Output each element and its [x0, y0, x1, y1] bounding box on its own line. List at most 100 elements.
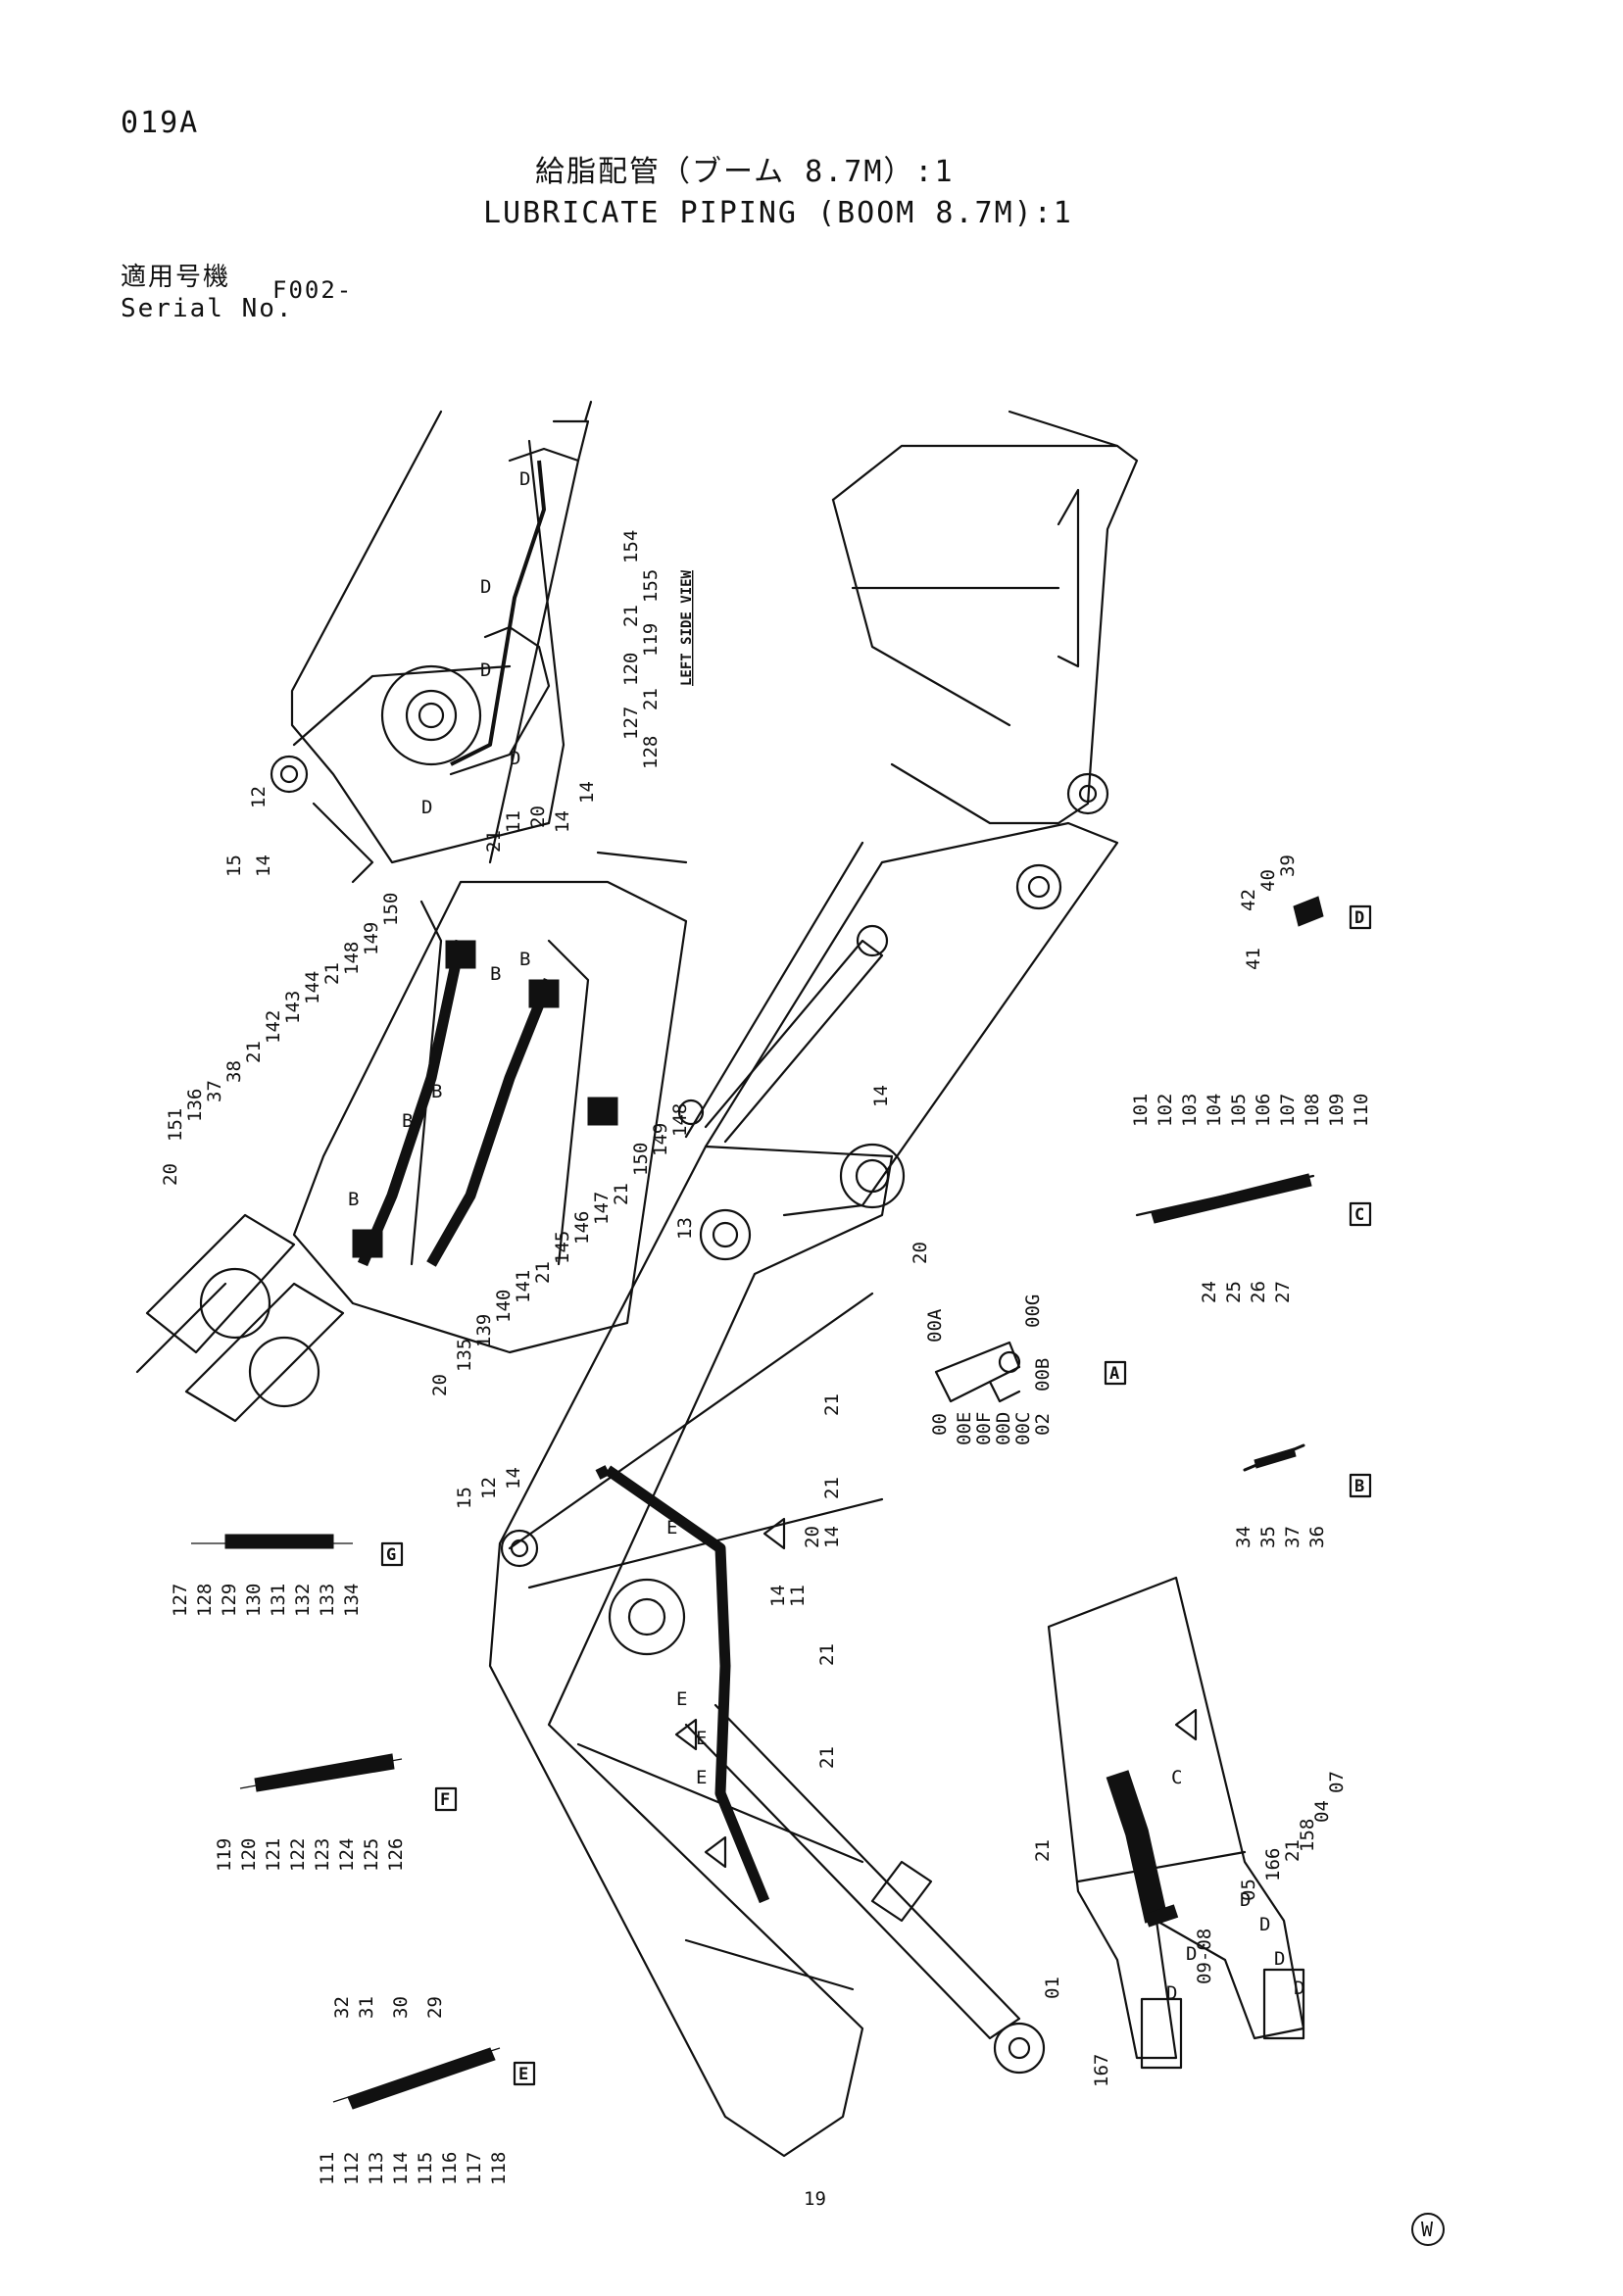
callout: 14: [576, 781, 598, 804]
callout: 21: [243, 1041, 265, 1063]
callout: 14: [821, 1526, 843, 1548]
callout: B: [348, 1189, 359, 1210]
callout: 111: [317, 2152, 338, 2185]
arm-and-bucket: [677, 410, 1139, 1217]
callout: 108: [1302, 1094, 1323, 1127]
callout: B: [402, 1110, 413, 1132]
detail-e: E: [332, 2047, 536, 2110]
callout: 134: [341, 1584, 363, 1617]
callout: 29: [424, 1996, 446, 2019]
callout: 148: [341, 942, 363, 975]
left-side-view-label: LEFT SIDE VIEW: [679, 569, 695, 686]
cylinder-eye-upper: [199, 1267, 271, 1340]
callout: 14: [253, 855, 274, 877]
callout: 04: [1311, 1800, 1333, 1823]
callout: 127: [620, 707, 642, 740]
detail-f-labels: 119 120 121 122 123 124 125 126: [214, 1838, 407, 1872]
callout: 120: [238, 1838, 260, 1872]
callout: 01: [1042, 1977, 1063, 1999]
callout: 132: [292, 1584, 314, 1617]
detail-d-tag: D: [1354, 908, 1364, 928]
callout: D: [519, 468, 530, 490]
callout: 21: [483, 830, 505, 853]
callout: 141: [513, 1270, 534, 1303]
callout: 21: [1282, 1839, 1303, 1862]
callout: 00E: [954, 1412, 975, 1445]
callout: 26: [1248, 1281, 1269, 1303]
detail-e-tag: E: [518, 2065, 528, 2084]
detail-b-labels: 34 35 37 36: [1233, 1526, 1328, 1548]
callout: 14: [870, 1085, 892, 1107]
callout: 149: [361, 922, 382, 955]
callout: 25: [1223, 1281, 1245, 1303]
callout: 125: [361, 1838, 382, 1872]
callout: 36: [1306, 1526, 1328, 1548]
callout: 21: [816, 1746, 838, 1769]
callout: 116: [439, 2152, 461, 2185]
callout: D: [1259, 1914, 1270, 1935]
title-japanese: 給脂配管（ブーム 8.7M）:1: [535, 155, 955, 189]
callout: 37: [1282, 1526, 1303, 1548]
detail-a-labels: 00 00A 00E 00F 00D 00C 02 00B 00G: [924, 1295, 1054, 1445]
callout: B: [519, 949, 530, 970]
callout: 149: [650, 1123, 671, 1156]
callout: 00: [929, 1413, 951, 1436]
callout: 130: [243, 1584, 265, 1617]
title-english: LUBRICATE PIPING (BOOM 8.7M):1: [483, 196, 1073, 230]
detail-g-tag: G: [386, 1545, 396, 1565]
callout: 15: [223, 855, 245, 877]
callout: 39: [1277, 855, 1299, 877]
callout: 104: [1204, 1094, 1225, 1127]
callout: 128: [640, 736, 662, 769]
boom-arm-pin: [839, 1143, 906, 1209]
callout: 113: [366, 2152, 387, 2185]
callout: 123: [312, 1838, 333, 1872]
callout: 154: [620, 530, 642, 563]
callout: 142: [263, 1010, 284, 1044]
callout: 30: [390, 1996, 412, 2019]
callout: 122: [287, 1838, 309, 1872]
detail-e-labels: 32 31 30 29 111 112 113 114 115 116 117 …: [317, 1996, 510, 2185]
callout: 21: [1032, 1839, 1054, 1862]
callout: 21: [532, 1261, 554, 1284]
callout: E: [676, 1688, 687, 1710]
callout: 127: [170, 1584, 191, 1617]
callout: B: [431, 1081, 442, 1102]
callout: 150: [380, 893, 402, 926]
page-code: 019A: [121, 106, 200, 140]
callout: E: [696, 1728, 707, 1749]
boom-foot-callouts: 21 07 04 158 21 166 05 09-08 01 167 C D …: [1032, 1767, 1348, 2087]
boom-main: [488, 1143, 1198, 2158]
detail-f-tag: F: [440, 1790, 450, 1810]
callout: 19: [804, 2188, 826, 2210]
callout: D: [1186, 1943, 1197, 1965]
serial-value: F002-: [272, 276, 354, 304]
callout: 14: [503, 1467, 524, 1490]
callout: 13: [674, 1217, 696, 1240]
callout: 151: [165, 1108, 186, 1142]
detail-a-tag-box: [1104, 1360, 1127, 1386]
callout: 128: [194, 1584, 216, 1617]
callout: 103: [1179, 1094, 1201, 1127]
boom-pin-boss: [380, 664, 482, 766]
callout: 136: [184, 1089, 206, 1122]
detail-c-tag: C: [1354, 1205, 1364, 1225]
boom-foot-detail: [1047, 1576, 1305, 2070]
callout: 00A: [924, 1308, 946, 1343]
callout: 00F: [973, 1412, 995, 1445]
detail-d-labels: 39 40 42 41: [1238, 855, 1299, 970]
callout: D: [421, 797, 432, 818]
callout: 155: [640, 569, 662, 603]
callout: 109: [1326, 1094, 1348, 1127]
callout: 120: [620, 653, 642, 686]
callout: 42: [1238, 889, 1259, 911]
callout: B: [490, 963, 501, 985]
callout: 15: [454, 1487, 475, 1509]
callout: 20: [429, 1374, 451, 1396]
detail-g: G: [191, 1534, 404, 1567]
detail-c: C: [1135, 1173, 1372, 1227]
callout: 145: [552, 1231, 573, 1264]
callout: D: [1274, 1948, 1285, 1970]
callout: 119: [640, 623, 662, 657]
